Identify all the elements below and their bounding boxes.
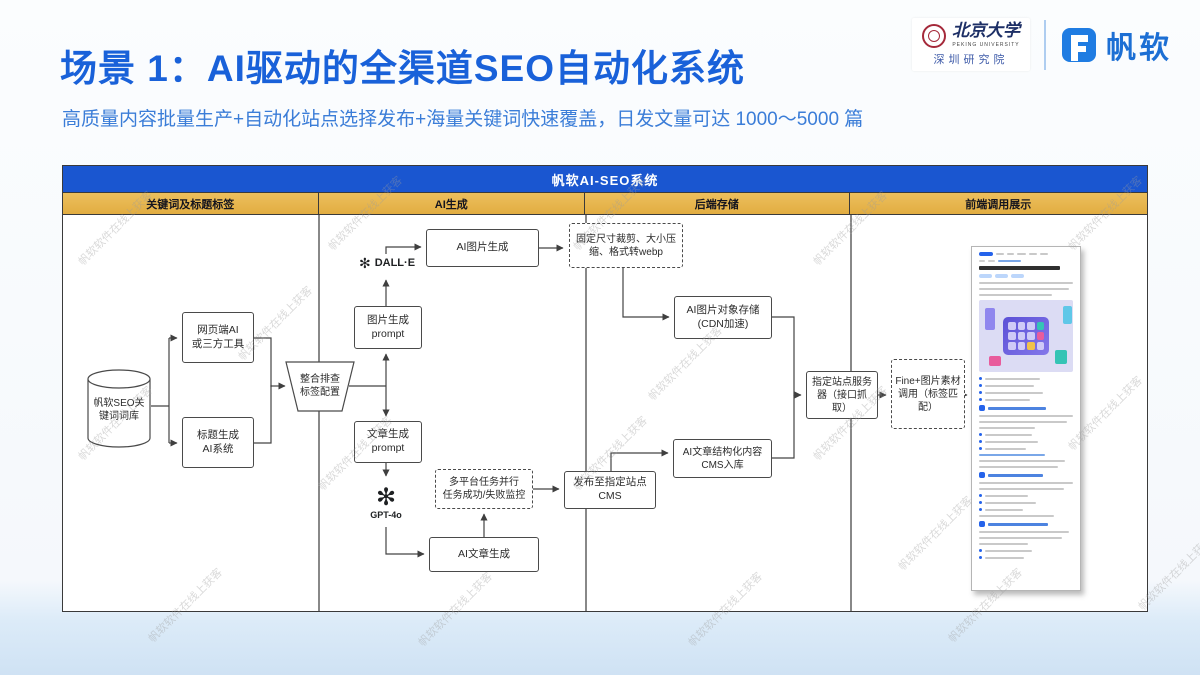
- preview-line: [979, 384, 1073, 387]
- logo-area: 北京大学 PEKING UNIVERSITY 深圳研究院 帆软: [912, 18, 1172, 71]
- preview-line: [979, 377, 1073, 380]
- preview-line: [979, 482, 1073, 484]
- preview-breadcrumb: [979, 260, 1073, 262]
- column-header-frontend: 前端调用展示: [849, 192, 1148, 215]
- preview-section-heading: [979, 405, 1073, 411]
- node-keyword-db: 帆软SEO关键词词库: [93, 398, 145, 422]
- preview-line: [979, 488, 1073, 490]
- preview-section-heading: [979, 521, 1073, 527]
- page-title: 场景 1：AI驱动的全渠道SEO自动化系统: [60, 48, 745, 89]
- node-gpt4o: ✻ GPT-4o: [370, 484, 402, 521]
- fanruan-logo: 帆软: [1060, 23, 1172, 67]
- node-ai-image-gen: AI图片生成: [426, 229, 539, 267]
- preview-line: [979, 531, 1073, 533]
- preview-line: [979, 508, 1073, 511]
- node-ai-article-gen: AI文章生成: [429, 537, 539, 572]
- webpage-preview: [971, 246, 1081, 591]
- node-image-object-storage: AI图片对象存储(CDN加速): [674, 296, 772, 339]
- pku-seal-icon: [922, 23, 946, 48]
- openai-icon: ✻: [358, 255, 371, 271]
- preview-link-line: [979, 454, 1073, 456]
- logo-divider: [1044, 19, 1046, 70]
- preview-line: [979, 398, 1073, 401]
- column-header-keywords: 关键词及标题标签: [63, 192, 319, 215]
- preview-line: [979, 391, 1073, 394]
- preview-line: [979, 440, 1073, 443]
- pku-logo: 北京大学 PEKING UNIVERSITY 深圳研究院: [912, 18, 1030, 71]
- preview-line: [979, 515, 1073, 517]
- column-header-backend: 后端存储: [585, 192, 850, 215]
- node-site-server: 指定站点服务器（接口抓取）: [806, 371, 878, 419]
- preview-line: [979, 433, 1073, 436]
- preview-line: [979, 466, 1073, 468]
- pku-subunit: 深圳研究院: [933, 54, 1009, 66]
- preview-line: [979, 549, 1073, 552]
- fanruan-wordmark: 帆软: [1106, 31, 1172, 65]
- preview-illustration: [979, 300, 1073, 372]
- preview-article-title: [979, 266, 1073, 270]
- preview-line: [979, 294, 1073, 296]
- preview-line: [979, 447, 1073, 450]
- preview-line: [979, 537, 1073, 539]
- page-subtitle: 高质量内容批量生产+自动化站点选择发布+海量关键词快速覆盖，日发文量可达 100…: [62, 109, 864, 130]
- preview-line: [979, 494, 1073, 497]
- preview-line: [979, 460, 1073, 462]
- column-header-ai-gen: AI生成: [318, 192, 586, 215]
- seo-system-diagram: 帆软AI-SEO系统 关键词及标题标签 AI生成 后端存储 前端调用展示: [62, 165, 1148, 612]
- openai-icon: ✻: [375, 484, 397, 512]
- preview-line: [979, 501, 1073, 504]
- preview-line: [979, 282, 1073, 284]
- preview-line: [979, 543, 1073, 545]
- node-image-resize: 固定尺寸裁剪、大小压缩、格式转webp: [569, 223, 683, 268]
- pku-name-zh: 北京大学: [952, 21, 1020, 41]
- node-multi-task-monitor: 多平台任务并行任务成功/失败监控: [435, 469, 533, 509]
- preview-section-heading: [979, 472, 1073, 478]
- diagram-title: 帆软AI-SEO系统: [63, 166, 1147, 192]
- node-fine-material-call: Fine+图片素材调用（标签匹配）: [891, 359, 965, 429]
- preview-navbar: [979, 252, 1073, 256]
- preview-line: [979, 415, 1073, 417]
- calculator-graphic: [1003, 317, 1049, 355]
- preview-line: [979, 427, 1073, 429]
- diagram-column-headers: 关键词及标题标签 AI生成 后端存储 前端调用展示: [63, 192, 1148, 215]
- preview-line: [979, 288, 1073, 290]
- fanruan-f-icon: [1062, 27, 1096, 62]
- preview-tags: [979, 274, 1073, 278]
- flow-edges: [87, 215, 968, 612]
- preview-line: [979, 556, 1073, 559]
- pku-name-en: PEKING UNIVERSITY: [952, 42, 1020, 48]
- preview-line: [979, 421, 1073, 423]
- node-integrate-tags: 整合排查标签配置: [300, 374, 340, 398]
- node-dalle: ✻ DALL·E: [358, 255, 416, 271]
